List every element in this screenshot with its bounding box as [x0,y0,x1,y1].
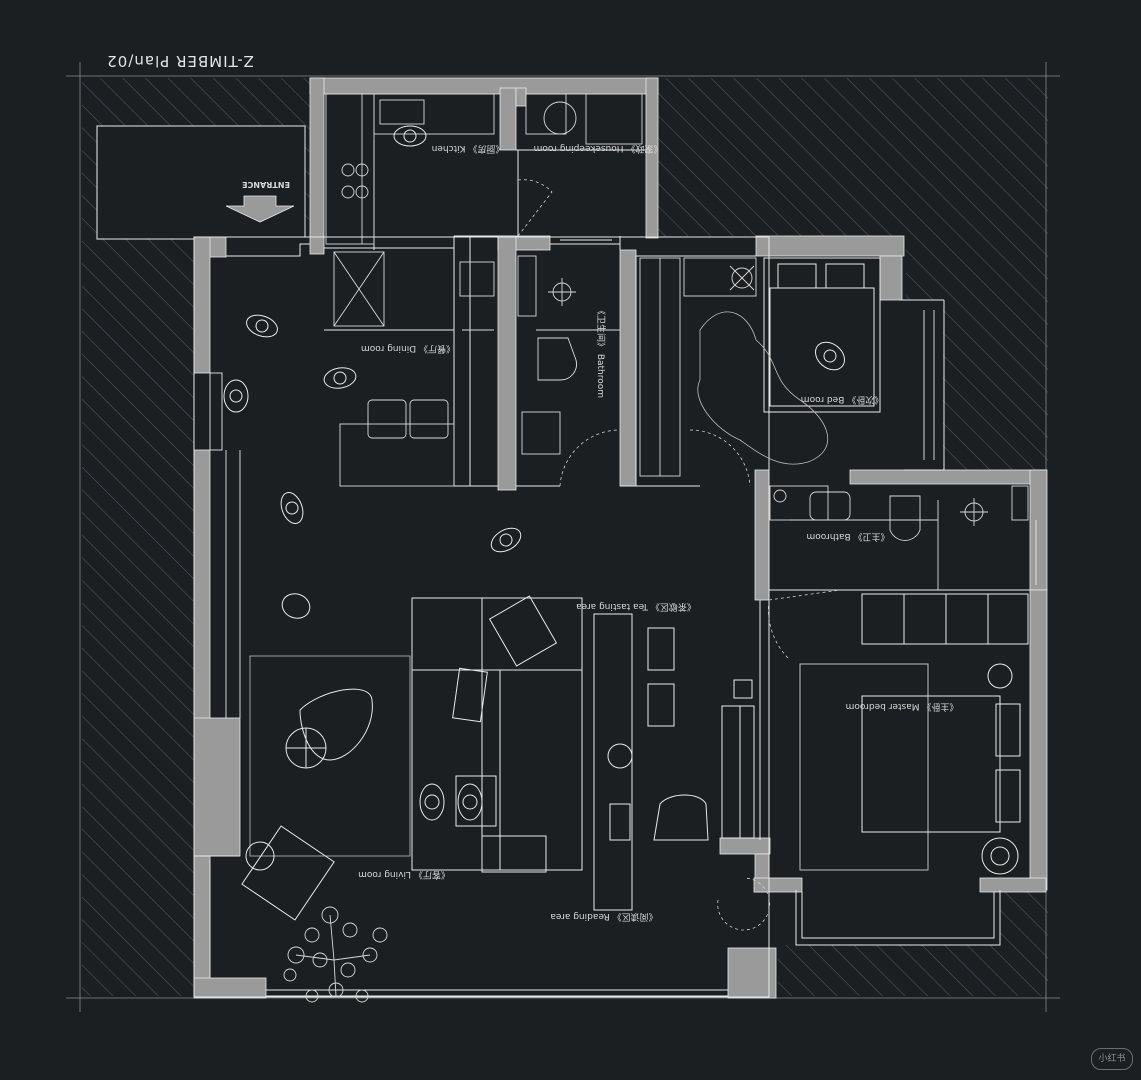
tree-plant [283,906,388,1003]
plan-title: Z-TIMBER Plan/02 [106,52,254,70]
room-label-kitchen: 《厨房》 Kitchen [432,143,505,155]
doors [517,179,841,931]
room-label-bathroom-master: 《主卫》 Bathroom [806,531,889,543]
entrance-porch [96,125,306,240]
labels: Z-TIMBER Plan/02 ENTRANCE 《厨房》 Kitchen 《… [106,52,958,923]
people-figures [223,125,845,821]
room-label-living: 《客厅》 Living room [358,869,450,881]
watermark-badge: 小红书 [1091,1048,1133,1070]
room-label-bed-room: 《次卧》 Bed room [801,394,883,406]
master-bedroom-furniture [733,593,1029,875]
living-room-furniture [241,595,755,921]
wardrobe-column [639,257,757,477]
entrance-label: ENTRANCE [242,180,290,189]
room-label-dining: 《餐厅》 Dining room [361,343,455,355]
room-label-bathroom-public: 《卫生间》 Bathroom [595,306,607,398]
entrance-arrow-icon [225,195,295,223]
room-label-master: 《主卧》 Master bedroom [846,701,959,713]
bathroom-master-fixtures [769,485,1029,590]
room-label-housekeeping: 《家政》 Housekeeping room [534,143,663,155]
bed-room-furniture [697,257,881,465]
windows [209,239,1037,978]
room-label-tea: 《茶歇区》 Tea tasting area [576,601,696,613]
bathroom-public-fixtures [517,255,620,455]
walls [193,77,1048,999]
room-label-reading: 《阅读区》 Reading area [550,911,657,923]
partitions [193,140,1030,998]
kitchen-counters [325,93,643,327]
dining-stair [339,261,495,487]
